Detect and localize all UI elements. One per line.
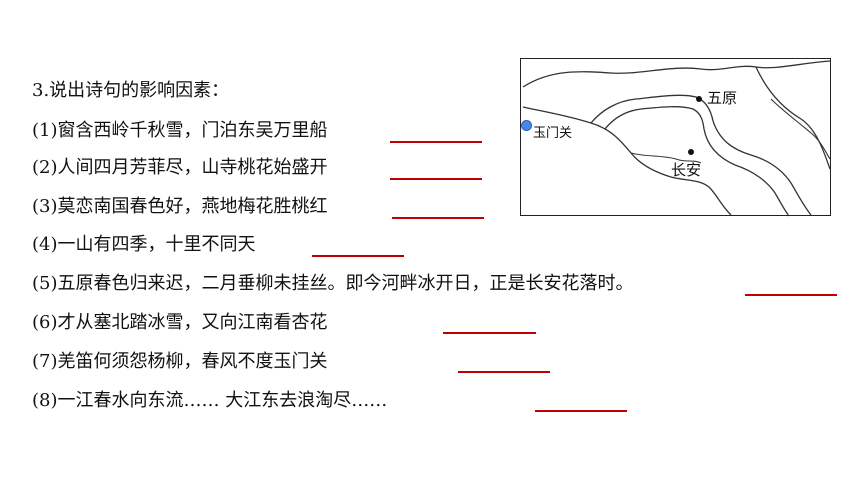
- answer-blank-2[interactable]: [390, 178, 482, 180]
- wuyuan-dot: [696, 96, 702, 102]
- question-item-8: (8)一江春水向东流…… 大江东去浪淘尽……: [32, 390, 388, 411]
- question-item-6: (6)才从塞北踏冰雪，又向江南看杏花: [32, 312, 328, 333]
- map-outline: [522, 60, 831, 217]
- answer-blank-8[interactable]: [535, 410, 627, 412]
- yumenguan-label: 玉门关: [533, 126, 573, 141]
- yumenguan-marker-icon: [521, 120, 532, 131]
- question-item-2: (2)人间四月芳菲尽，山寺桃花始盛开: [32, 157, 328, 178]
- answer-blank-5[interactable]: [745, 294, 837, 296]
- changan-label: 长安: [671, 161, 702, 179]
- changan-dot: [688, 149, 694, 155]
- answer-blank-7[interactable]: [458, 371, 550, 373]
- question-item-7: (7)羌笛何须怨杨柳，春风不度玉门关: [32, 351, 328, 372]
- question-title: 3.说出诗句的影响因素：: [32, 80, 230, 101]
- wuyuan-label: 五原: [707, 89, 738, 107]
- answer-blank-3[interactable]: [392, 217, 484, 219]
- question-item-1: (1)窗含西岭千秋雪，门泊东吴万里船: [32, 120, 328, 141]
- answer-blank-4[interactable]: [312, 255, 404, 257]
- question-item-3: (3)莫恋南国春色好，燕地梅花胜桃红: [32, 196, 328, 217]
- question-item-5: (5)五原春色归来迟，二月垂柳未挂丝。即今河畔冰开日，正是长安花落时。: [32, 273, 634, 294]
- map-figure: 五原 长安 玉门关: [520, 58, 831, 217]
- question-item-4: (4)一山有四季，十里不同天: [32, 234, 256, 255]
- answer-blank-1[interactable]: [390, 141, 482, 143]
- answer-blank-6[interactable]: [443, 332, 536, 334]
